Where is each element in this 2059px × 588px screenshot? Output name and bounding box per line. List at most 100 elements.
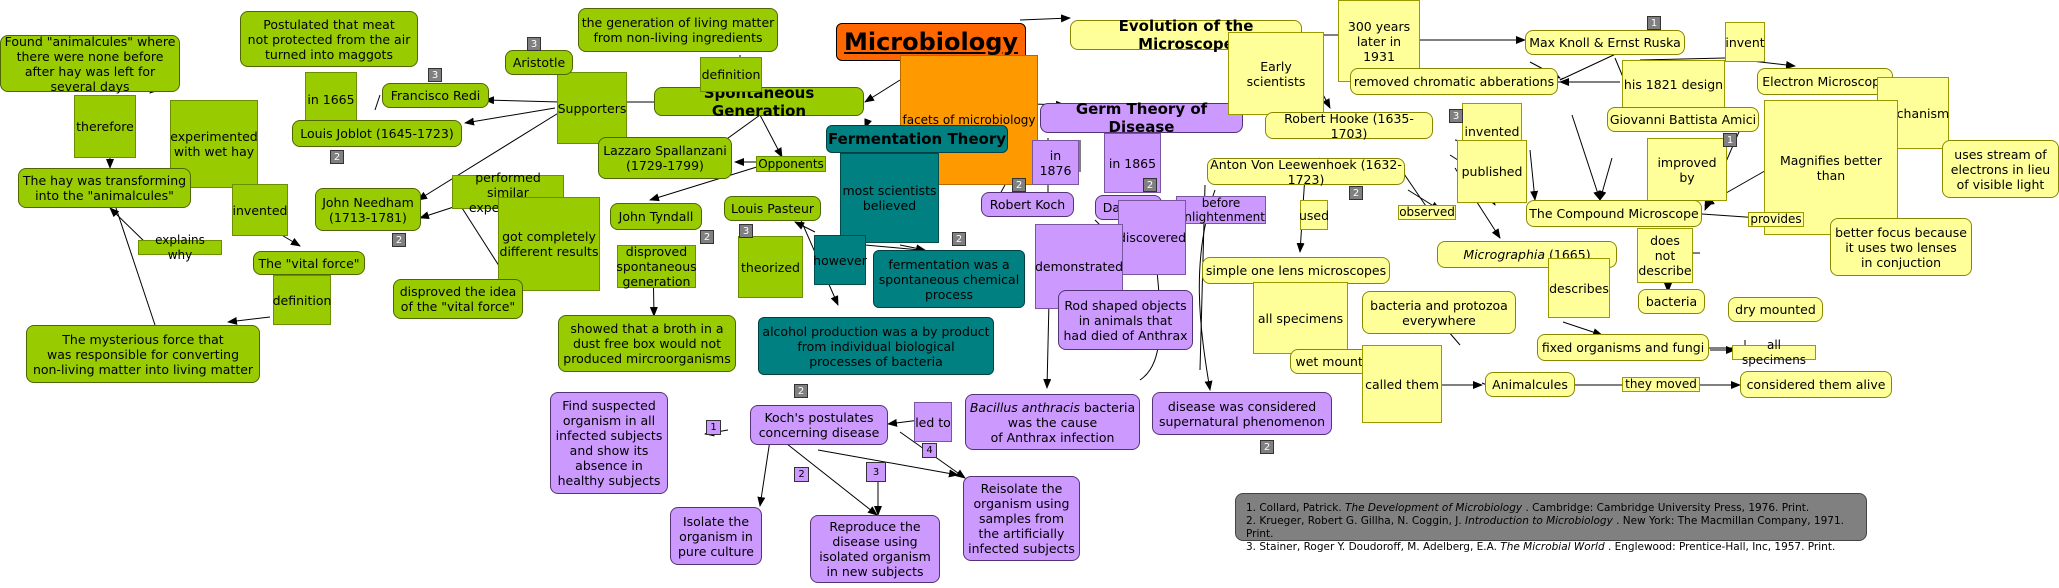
node-postulate-find: Find suspected organism in all infected … xyxy=(550,392,668,494)
node-generation-definition: the generation of living matter from non… xyxy=(578,8,778,52)
link-improved-by: improved by xyxy=(1647,138,1727,201)
node-broth-dust-free: showed that a broth in a dust free box w… xyxy=(558,315,736,372)
node-rod-shaped: Rod shaped objects in animals that had d… xyxy=(1058,290,1193,350)
node-bacillus-anthracis: Bacillus anthracis bacteria was the caus… xyxy=(965,394,1140,450)
reference-badge: 2 xyxy=(952,232,966,246)
link-definition: definition xyxy=(700,57,762,92)
node-bacteria-protozoa: bacteria and protozoa everywhere xyxy=(1362,291,1516,334)
reference-badge: 1 xyxy=(1647,16,1661,30)
node-simple-lens: simple one lens microscopes xyxy=(1202,257,1390,284)
node-john-needham: John Needham (1713-1781) xyxy=(315,188,421,231)
bacillus-species-name: Bacillus anthracis xyxy=(969,399,1080,415)
node-found-animalcules: Found "animalcules" where there were non… xyxy=(0,34,180,94)
node-dry-mounted: dry mounted xyxy=(1728,297,1823,322)
link-most-scientists: most scientists believed xyxy=(840,153,939,243)
node-supernatural: disease was considered supernatural phen… xyxy=(1152,392,1332,435)
node-hay-transforming: The hay was transforming into the "anima… xyxy=(18,168,191,208)
node-louis-joblot: Louis Joblot (1645-1723) xyxy=(292,120,462,147)
node-electron-stream: uses stream of electrons in lieu of visi… xyxy=(1942,140,2059,198)
link-called-them: called them xyxy=(1362,345,1442,423)
reference-badge: 2 xyxy=(1143,178,1157,192)
topic-fermentation-theory: Fermentation Theory xyxy=(826,125,1008,153)
reference-badge: 2 xyxy=(392,233,406,247)
node-postulate-reproduce: Reproduce the disease using isolated org… xyxy=(810,515,940,583)
reference-badge: 2 xyxy=(700,230,714,244)
node-postulated-meat: Postulated that meat not protected from … xyxy=(240,11,418,67)
link-all-specimens: all specimens xyxy=(1253,282,1348,354)
link-discovered: discovered xyxy=(1118,200,1186,275)
link-published: published xyxy=(1457,140,1527,203)
bacillus-description: bacteria was the cause of Anthrax infect… xyxy=(990,399,1136,445)
node-aristotle: Aristotle xyxy=(505,50,573,75)
node-alcohol-byproduct: alcohol production was a by product from… xyxy=(758,317,994,375)
node-amici: Giovanni Battista Amici xyxy=(1607,107,1759,132)
postulate-number-tag: 2 xyxy=(794,467,809,482)
reference-badge: 3 xyxy=(428,68,442,82)
link-describes: describes xyxy=(1548,258,1610,318)
node-considered-alive: considered them alive xyxy=(1740,371,1892,398)
link-does-not-describe: does not describe xyxy=(1637,228,1693,283)
node-lazzaro-spallanzani: Lazzaro Spallanzani (1729-1799) xyxy=(598,137,732,179)
node-louis-pasteur: Louis Pasteur xyxy=(724,196,821,221)
reference-badge: 2 xyxy=(794,384,808,398)
references-box: 1. Collard, Patrick. The Development of … xyxy=(1235,493,1867,553)
node-two-lenses: better focus because it uses two lenses … xyxy=(1830,218,1972,276)
link-however: however xyxy=(813,235,867,285)
reference-1: 1. Collard, Patrick. The Development of … xyxy=(1246,502,1810,514)
link-invented-vital: invented xyxy=(232,184,288,236)
link-in-1865: in 1865 xyxy=(1104,133,1161,193)
node-vital-force: The "vital force" xyxy=(253,251,365,275)
reference-badge: 2 xyxy=(330,150,344,164)
node-removed-chromatic: removed chromatic abberations xyxy=(1350,68,1558,95)
reference-2: 2. Krueger, Robert G. Gillha, N. Coggin,… xyxy=(1246,515,1844,541)
node-postulate-reisolate: Reisolate the organism using samples fro… xyxy=(963,476,1080,561)
link-before-enlightenment: before enlightenment xyxy=(1176,195,1266,224)
reference-badge: 2 xyxy=(1012,178,1026,192)
node-disproved-vital-force: disproved the idea of the "vital force" xyxy=(393,279,523,319)
node-francisco-redi: Francisco Redi xyxy=(382,83,489,108)
reference-badge: 1 xyxy=(1723,133,1737,147)
node-postulate-isolate: Isolate the organism in pure culture xyxy=(670,507,762,565)
link-1821-design: his 1821 design xyxy=(1622,60,1725,108)
postulate-number-tag: 3 xyxy=(866,462,886,482)
link-disproved-spontaneous: disproved spontaneous generation xyxy=(616,244,697,289)
reference-badge: 2 xyxy=(1260,440,1274,454)
link-opponents: Opponents xyxy=(756,156,826,172)
reference-3: 3. Stainer, Roger Y. Doudoroff, M. Adelb… xyxy=(1246,541,1836,554)
reference-badge: 3 xyxy=(527,37,541,51)
link-explains-why: explains why xyxy=(138,233,222,262)
topic-spontaneous-generation: Spontaneous Generation xyxy=(654,84,864,120)
node-knoll-ruska: Max Knoll & Ernst Ruska xyxy=(1525,30,1685,55)
topic-evolution-microscope: Evolution of the Microscope xyxy=(1070,17,1302,53)
node-robert-koch: Robert Koch xyxy=(981,192,1074,217)
node-got-different-results: got completely different results xyxy=(498,197,600,291)
link-therefore: therefore xyxy=(74,95,136,158)
link-theorized: theorized xyxy=(738,236,803,298)
node-mysterious-force: The mysterious force that was responsibl… xyxy=(26,325,260,383)
link-led-to: led to xyxy=(914,402,952,442)
node-electron-microscope: Electron Microscope xyxy=(1757,68,1893,95)
link-in-1876: in 1876 xyxy=(1032,140,1079,185)
reference-badge: 3 xyxy=(1449,109,1463,123)
link-early-scientists: Early scientists xyxy=(1228,32,1324,115)
link-used: used xyxy=(1299,200,1329,230)
link-supporters: Supporters xyxy=(557,72,627,144)
node-fixed-organisms: fixed organisms and fungi xyxy=(1537,334,1709,361)
node-compound-microscope: The Compound Microscope xyxy=(1526,200,1702,227)
link-provides: provides xyxy=(1748,212,1804,227)
node-john-tyndall: John Tyndall xyxy=(610,203,702,230)
node-fermentation-chemical: fermentation was a spontaneous chemical … xyxy=(873,250,1025,308)
micrographia-title: Micrographia xyxy=(1463,247,1546,262)
link-they-moved: they moved xyxy=(1622,377,1700,392)
link-definition-vital: definition xyxy=(273,275,331,325)
node-kochs-postulates: Koch's postulates concerning disease xyxy=(750,405,888,445)
topic-germ-theory: Germ Theory of Disease xyxy=(1040,100,1243,136)
link-invent: invent xyxy=(1725,22,1765,62)
postulate-number-tag: 1 xyxy=(706,420,721,435)
reference-badge: 2 xyxy=(1349,186,1363,200)
link-observed: observed xyxy=(1398,205,1456,220)
reference-badge: 3 xyxy=(739,224,753,238)
node-leeuwenhoek: Anton Von Leewenhoek (1632-1723) xyxy=(1207,157,1405,187)
link-in-1665: in 1665 xyxy=(305,72,357,127)
postulate-number-tag: 4 xyxy=(922,443,937,458)
